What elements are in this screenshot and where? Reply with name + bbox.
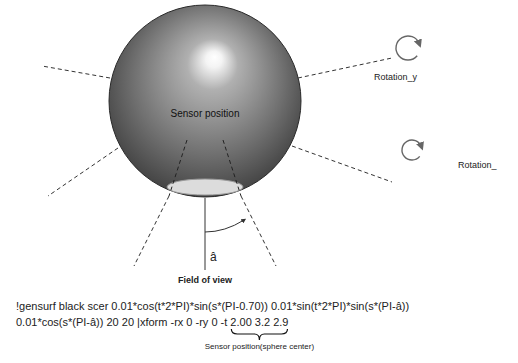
code-line: !gensurf black scer 0.01*cos(t*2*PI)*sin… [16, 300, 409, 312]
angle-label: â [210, 250, 217, 264]
brace [231, 329, 287, 340]
annotation: Field of view [178, 275, 232, 285]
annotation: Rotation_ [458, 160, 497, 170]
fov-lines [169, 140, 241, 196]
node-label: Sensor position [108, 108, 302, 119]
annotation: Sensor position(sphere center) [205, 342, 314, 351]
sphere-outline [108, 4, 302, 198]
rotation-icon [396, 36, 421, 160]
annotation: Rotation_y [374, 72, 417, 82]
sensor-sphere: Sensor position [108, 4, 302, 198]
field-of-view [134, 196, 276, 270]
code-line: 0.01*cos(s*(PI-â)) 20 20 |xform -rx 0 -r… [16, 316, 288, 328]
